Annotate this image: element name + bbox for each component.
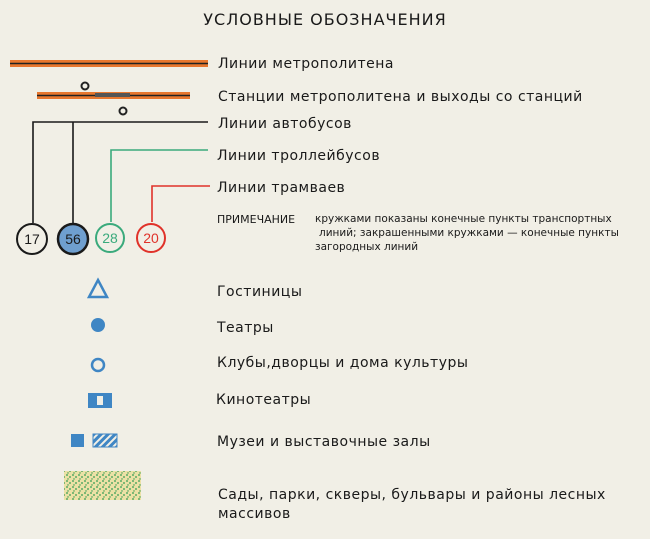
note-line: линий; закрашенными кружками — конечные … xyxy=(319,227,619,239)
theatre-dot-icon xyxy=(91,318,105,332)
tram-line-icon xyxy=(151,185,210,222)
tram-terminal-circle-icon: 20 xyxy=(136,223,166,253)
park-area-icon xyxy=(64,471,141,500)
label-parks-line2: массивов xyxy=(218,506,291,522)
legend-title: УСЛОВНЫЕ ОБОЗНАЧЕНИЯ xyxy=(203,10,447,29)
label-hotels: Гостиницы xyxy=(217,284,303,300)
label-museums: Музеи и выставочные залы xyxy=(217,434,431,450)
label-clubs: Клубы,дворцы и дома культуры xyxy=(217,355,469,371)
exhibition-hatched-icon xyxy=(92,433,118,448)
bus-terminal-circle-icon: 17 xyxy=(16,223,48,255)
svg-text:17: 17 xyxy=(24,231,40,247)
label-tram-lines: Линии трамваев xyxy=(217,180,346,196)
label-parks-line1: Сады, парки, скверы, бульвары и районы л… xyxy=(218,487,606,503)
note-line: кружками показаны конечные пункты трансп… xyxy=(315,213,612,225)
bus-line-icon xyxy=(32,121,208,223)
metro-line-icon xyxy=(10,60,208,67)
svg-text:28: 28 xyxy=(102,230,118,246)
svg-text:56: 56 xyxy=(65,231,81,247)
trolleybus-line-icon xyxy=(110,149,208,222)
hotel-triangle-icon xyxy=(86,277,110,299)
museum-square-icon xyxy=(71,434,84,447)
cinema-icon xyxy=(88,393,112,408)
label-theatres: Театры xyxy=(217,320,274,336)
club-ring-icon xyxy=(90,357,106,373)
suburban-terminal-circle-icon: 56 xyxy=(56,222,90,256)
note-line: загородных линий xyxy=(315,241,419,253)
label-metro-lines: Линии метрополитена xyxy=(218,56,394,72)
label-bus-lines: Линии автобусов xyxy=(218,116,352,132)
note-heading: ПРИМЕЧАНИЕ xyxy=(217,213,296,226)
label-cinemas: Кинотеатры xyxy=(216,392,312,408)
label-trolleybus-lines: Линии троллейбусов xyxy=(217,148,381,164)
svg-text:20: 20 xyxy=(143,230,159,246)
metro-station-icon xyxy=(37,81,190,116)
trolleybus-terminal-circle-icon: 28 xyxy=(95,223,125,253)
label-metro-stations: Станции метрополитена и выходы со станци… xyxy=(218,89,583,105)
note-body: кружками показаны конечные пункты трансп… xyxy=(315,212,645,254)
